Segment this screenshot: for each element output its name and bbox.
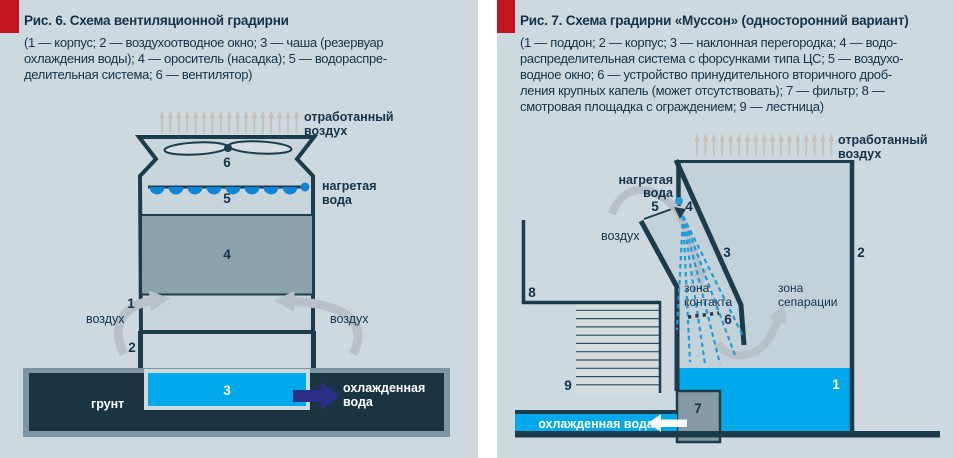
ladder (576, 302, 662, 393)
exhaust-air-arrows (693, 132, 836, 158)
exhaust-air-arrows (158, 109, 301, 135)
musson-tower-diagram: отработанный воздух нагретая вода 5 4 во… (515, 132, 940, 444)
hot-water-label: вода (643, 186, 674, 200)
cooled-water-label: вода (343, 395, 374, 409)
base-floor (515, 431, 940, 438)
inclined-partition (673, 158, 747, 346)
separation-zone-label: сепарации (778, 295, 837, 309)
figure-title: Рис. 7. Схема градирни «Муссон» (односто… (520, 13, 909, 28)
fan (163, 140, 293, 156)
part-number-8: 8 (528, 285, 536, 300)
hot-water-inlet-dot (300, 182, 310, 192)
figure-caption: (1 — поддон; 2 — корпус; 3 — наклонная п… (520, 35, 947, 115)
figure-caption: (1 — корпус; 2 — воздухоотводное окно; 3… (24, 35, 472, 83)
part-number-6: 6 (223, 155, 231, 170)
cooled-water-arrow (648, 414, 687, 432)
caption-line: (1 — корпус; 2 — воздухоотводное окно; 3… (24, 35, 384, 50)
contact-zone-label: контакта (684, 295, 732, 309)
caption-line: охлаждения воды); 4 — ороситель (насадка… (24, 51, 387, 66)
exhaust-air-label: отработанный (304, 110, 394, 124)
red-accent-tab (0, 0, 19, 33)
exhaust-air-label: воздух (838, 147, 881, 161)
hot-water-label: нагретая (619, 173, 674, 187)
separation-zone-label: зона (778, 281, 804, 295)
tower-leg (138, 331, 143, 370)
part-number-5: 5 (651, 199, 659, 214)
air-updraft-arrow (714, 303, 787, 360)
hot-water-inlet-dot (675, 197, 683, 205)
figure-panel-ventilation-tower: Рис. 6. Схема вентиляционной градирни (1… (0, 0, 478, 458)
cooled-water-label: охлажденная вода (538, 417, 655, 431)
water-spray-rays (675, 215, 744, 365)
hot-water-label: нагретая (322, 179, 377, 193)
red-accent-tab (497, 0, 515, 33)
part-number-3: 3 (723, 245, 731, 260)
soil-label: грунт (91, 397, 124, 411)
part-number-7: 7 (694, 401, 702, 416)
spray-nozzle (674, 207, 686, 219)
air-label: воздух (601, 229, 640, 243)
hot-water-label: вода (322, 193, 353, 207)
caption-line: водное окно; 6 — устройство принудительн… (520, 67, 892, 82)
air-window-edge (643, 206, 677, 220)
contact-zone-label: зона (684, 281, 710, 295)
left-inclined-wall (638, 219, 680, 391)
caption-line: распределительная система с форсунками т… (520, 51, 904, 66)
part-number-1: 1 (127, 296, 135, 311)
air-label-right: воздух (330, 312, 369, 326)
channel-top-edge (515, 410, 677, 414)
part-number-1: 1 (832, 377, 840, 392)
part-number-4: 4 (223, 247, 231, 262)
cooled-water-arrow (293, 382, 340, 410)
figure-panel-musson-tower: Рис. 7. Схема градирни «Муссон» (односто… (497, 0, 953, 458)
part-number-5: 5 (223, 191, 231, 206)
tower-leg (311, 331, 316, 370)
fill-pack-section (142, 215, 312, 294)
caption-line: смотровая площадка с ограждением; 9 — ле… (520, 99, 824, 114)
cooled-water-label: охлажденная (343, 381, 425, 395)
caption-line: ления крупных капель (может отсутствоват… (520, 83, 885, 98)
tower-interior (645, 160, 851, 433)
exhaust-air-label: воздух (304, 124, 347, 138)
part-number-3: 3 (223, 383, 231, 398)
spray-nozzles (149, 187, 298, 195)
fan-hub (224, 144, 232, 152)
part-number-4: 4 (685, 199, 693, 214)
caption-line: (1 — поддон; 2 — корпус; 3 — наклонная п… (520, 35, 897, 50)
cooled-water-channel (515, 414, 677, 431)
part-number-2: 2 (128, 340, 136, 355)
air-inflow-arrow-right (273, 290, 363, 357)
droplet-breaker-device (687, 311, 720, 319)
ventilation-tower-diagram: отработанный воздух нагретая вода 6 5 4 … (23, 109, 450, 437)
exhaust-air-label: отработанный (838, 133, 928, 147)
part-number-2: 2 (857, 245, 865, 260)
figure-title: Рис. 6. Схема вентиляционной градирни (24, 13, 289, 28)
water-basin (144, 369, 310, 410)
caption-line: делительная система; 6 — вентилятор) (24, 67, 253, 82)
water-distribution-pipe (148, 182, 310, 195)
air-label-left: воздух (86, 312, 125, 326)
part-number-9: 9 (564, 378, 572, 393)
part-number-6: 6 (724, 312, 732, 327)
air-inflow-arrow-left (113, 290, 171, 357)
